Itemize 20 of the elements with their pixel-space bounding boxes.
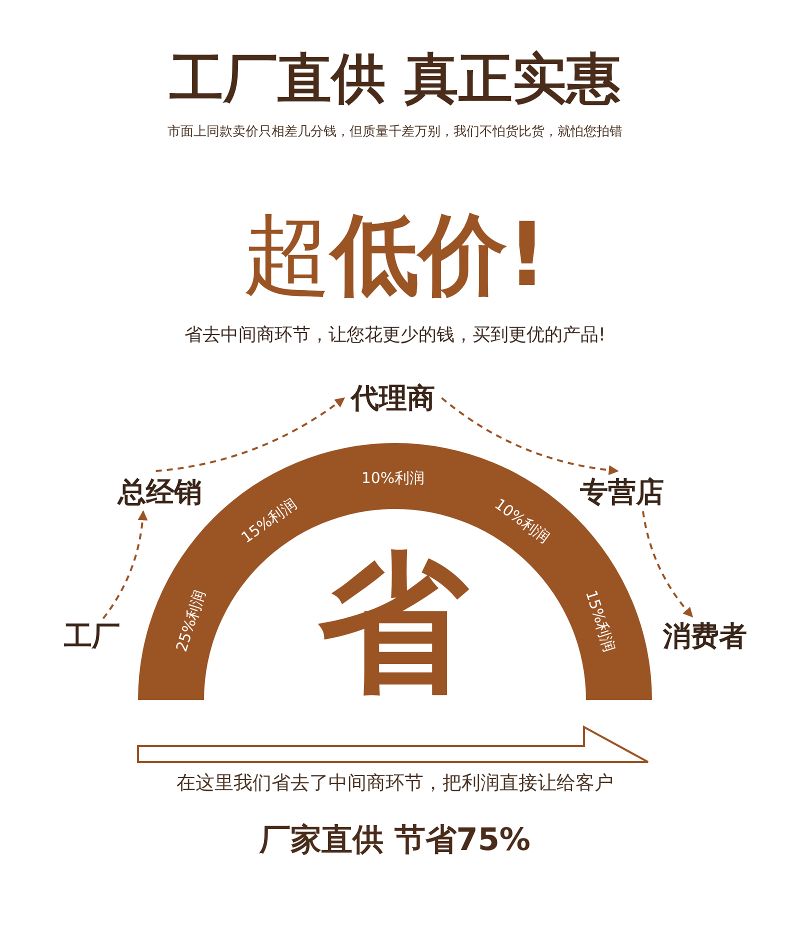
stage-label: 总经销	[118, 474, 202, 510]
arc-label: 15%利润	[236, 494, 301, 549]
stage-label: 工厂	[64, 618, 120, 654]
arc-label: 15%利润	[580, 587, 620, 655]
title: 工厂直供 真正实惠	[170, 52, 620, 106]
footer-slogan: 厂家直供 节省75%	[260, 820, 530, 860]
dashed-arrow	[102, 510, 148, 620]
center-character: 省	[318, 549, 468, 699]
subtitle: 市面上同款卖价只相差几分钱，但质量千差万别，我们不怕货比货，就怕您拍错	[168, 123, 622, 142]
dashed-arrow	[156, 397, 346, 472]
headline: 超低价!	[242, 211, 548, 299]
arc-label: 25%利润	[171, 587, 210, 655]
dashed-arrow	[642, 511, 694, 618]
tagline: 省去中间商环节，让您花更少的钱，买到更优的产品!	[184, 324, 606, 348]
arc-label: 10%利润	[361, 468, 425, 489]
note-text: 在这里我们省去了中间商环节，把利润直接让给客户	[176, 770, 614, 796]
stage-label: 代理商	[351, 380, 435, 416]
stage-label: 消费者	[663, 618, 747, 654]
dashed-arrow	[441, 397, 619, 475]
stage-label: 专营店	[580, 474, 664, 510]
